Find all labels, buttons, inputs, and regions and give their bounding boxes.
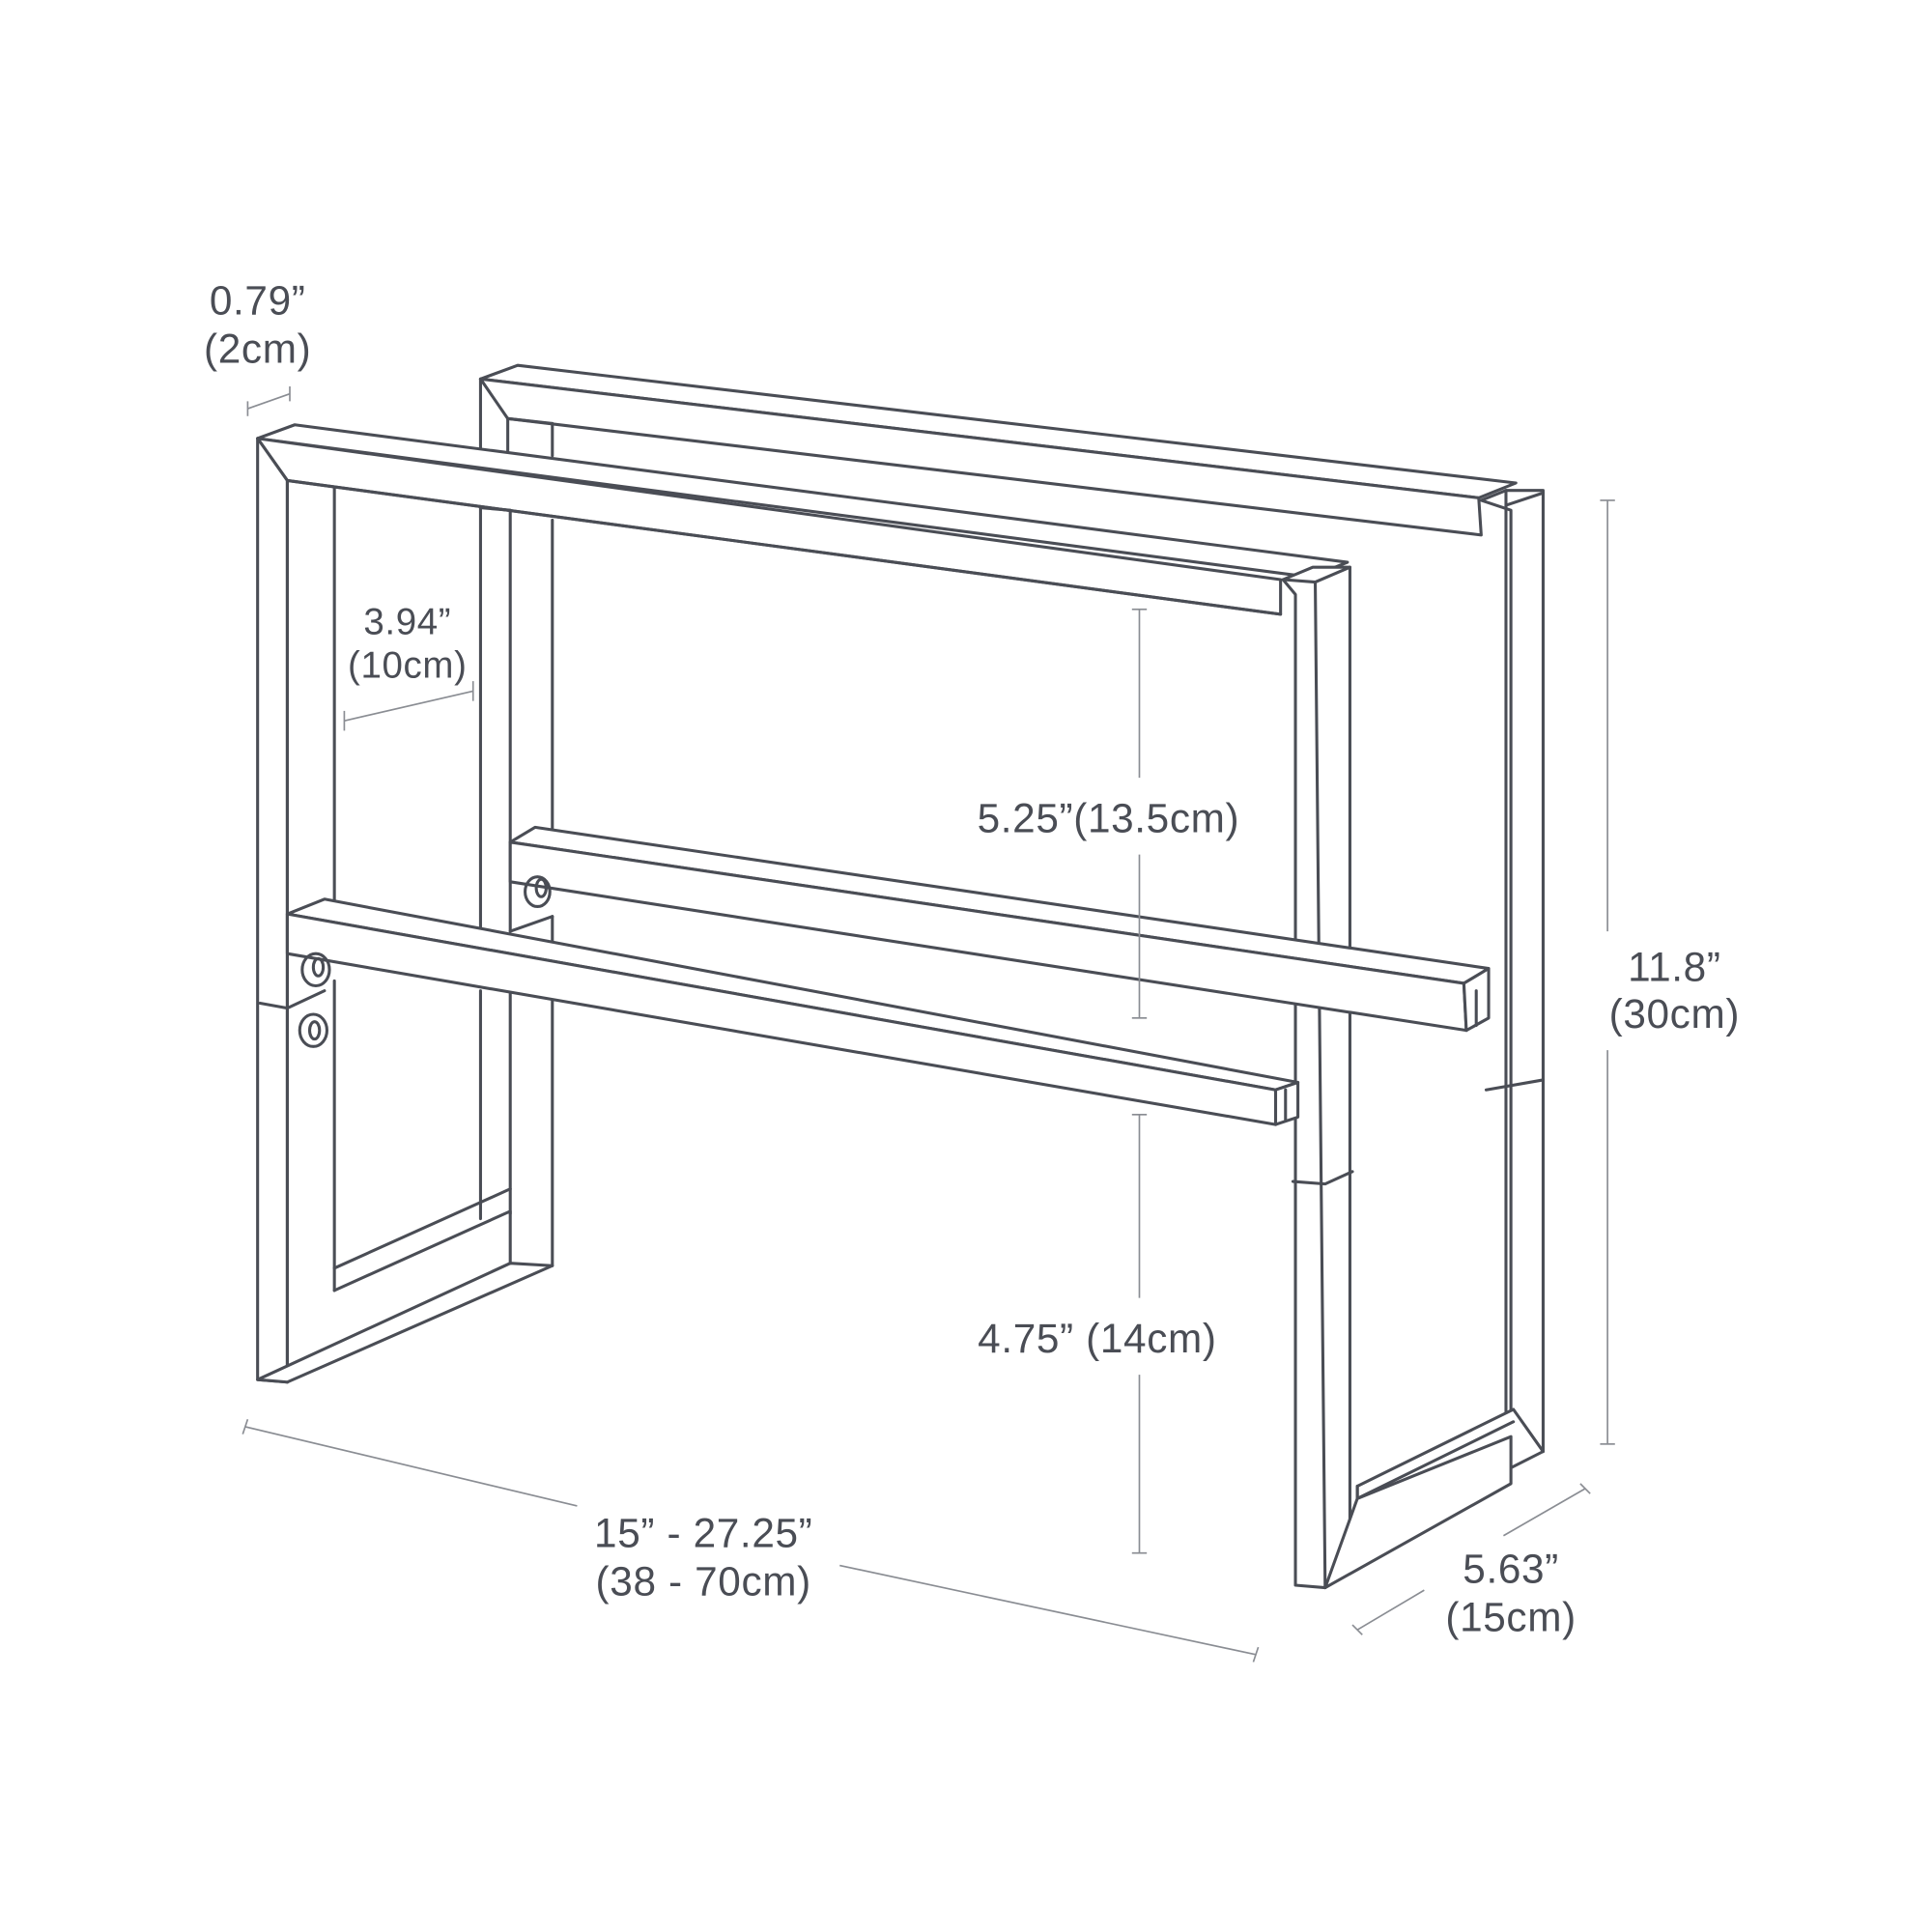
- frame-thickness-imperial: 0.79”: [210, 278, 306, 324]
- width-imperial: 15” - 27.25”: [594, 1510, 812, 1555]
- width-metric: (38 - 70cm): [596, 1558, 811, 1604]
- front-frame: [256, 423, 1513, 1590]
- screw-hole-icons: [298, 875, 554, 1048]
- dimension-lines: [242, 386, 1615, 1662]
- rear-shelf-bar: [508, 825, 1491, 1033]
- depth-imperial: 5.63”: [1463, 1546, 1559, 1591]
- height-metric: (30cm): [1609, 991, 1740, 1037]
- depth-metric: (15cm): [1445, 1594, 1576, 1639]
- front-shelf-bar: [285, 897, 1300, 1126]
- inner-depth-metric: (10cm): [348, 644, 467, 686]
- lower-clearance-label: 4.75” (14cm): [978, 1316, 1216, 1361]
- height-imperial: 11.8”: [1628, 944, 1720, 989]
- dimension-labels: 0.79” (2cm) 3.94” (10cm) 5.25”(13.5cm) 4…: [204, 278, 1740, 1640]
- upper-clearance-label: 5.25”(13.5cm): [978, 796, 1240, 841]
- frame-thickness-metric: (2cm): [204, 327, 311, 372]
- inner-depth-imperial: 3.94”: [363, 601, 451, 642]
